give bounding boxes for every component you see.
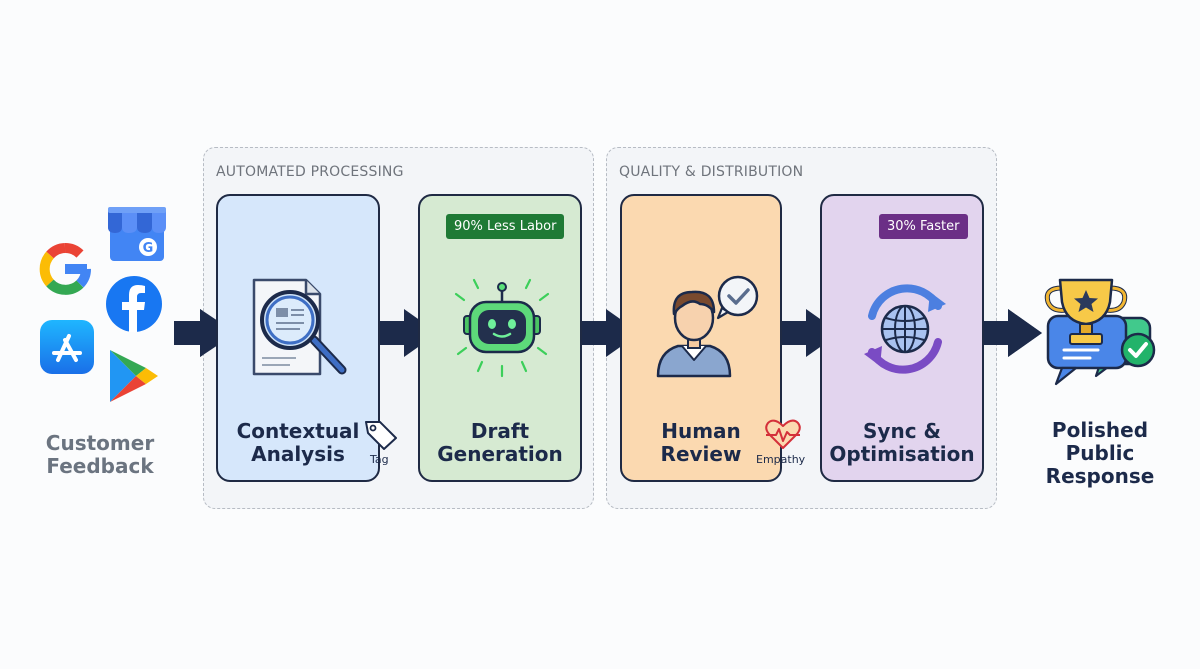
tag-label: Tag bbox=[370, 453, 389, 466]
group-label: QUALITY & DISTRIBUTION bbox=[619, 164, 804, 180]
app-store-icon bbox=[40, 320, 94, 374]
svg-text:G: G bbox=[143, 241, 154, 256]
customer-feedback-label: Customer Feedback bbox=[45, 431, 155, 478]
document-magnifier-icon bbox=[252, 278, 347, 376]
stage-title: Human Review bbox=[660, 419, 742, 466]
heartbeat-icon bbox=[765, 419, 801, 449]
labor-badge: 90% Less Labor bbox=[446, 214, 565, 239]
trophy-chat-icon bbox=[1044, 278, 1156, 386]
group-label: AUTOMATED PROCESSING bbox=[216, 164, 404, 180]
stage-title: Draft Generation bbox=[437, 419, 563, 466]
stage-title: Sync & Optimisation bbox=[829, 419, 975, 466]
stage-contextual-analysis: Contextual Analysis bbox=[216, 194, 380, 482]
google-my-business-icon: G bbox=[108, 207, 166, 261]
stage-human-review: Human Review bbox=[620, 194, 782, 482]
stage-draft-generation: 90% Less Labor Draft Generation bbox=[418, 194, 582, 482]
robot-icon bbox=[454, 278, 550, 378]
speed-badge: 30% Faster bbox=[879, 214, 968, 239]
globe-sync-icon bbox=[864, 284, 946, 374]
tag-icon bbox=[365, 421, 397, 450]
empathy-label: Empathy bbox=[756, 453, 806, 466]
google-play-icon bbox=[110, 350, 158, 402]
person-check-icon bbox=[656, 275, 759, 378]
facebook-icon bbox=[106, 276, 162, 332]
stage-title: Contextual Analysis bbox=[236, 419, 360, 466]
stage-sync-optimisation: 30% Faster Sync & Optimisation bbox=[820, 194, 984, 482]
google-icon bbox=[39, 243, 91, 295]
polished-response-label: Polished Public Response bbox=[1045, 418, 1155, 488]
